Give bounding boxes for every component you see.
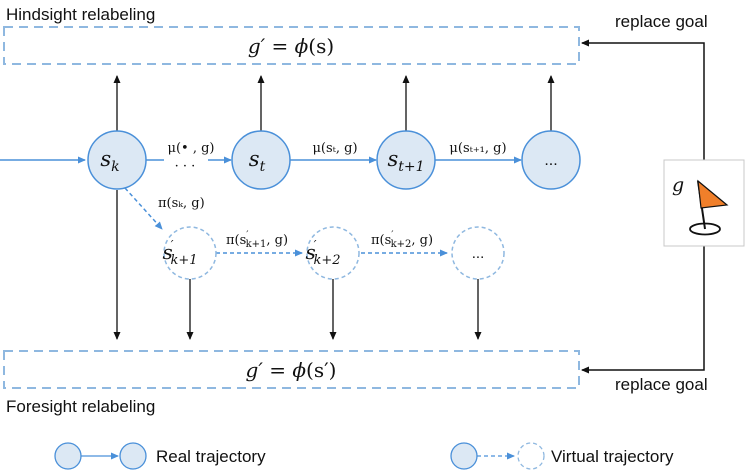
svg-text:s′k+2: s′k+2 (305, 238, 340, 268)
foresight-box (3, 350, 580, 389)
hindsight-formula: g′ = ϕ(s) (248, 34, 334, 58)
legend-real-label: Real trajectory (156, 447, 266, 466)
legend-virtual-label: Virtual trajectory (551, 447, 674, 466)
goal-label: g (672, 174, 684, 196)
flag-icon (689, 179, 729, 236)
real-node-st: st (231, 130, 291, 190)
foresight-formula: g′ = ϕ(s′) (246, 358, 337, 382)
real-edge-2-label: μ(sₜ, g) (312, 141, 357, 156)
real-node-sk: sk (87, 130, 147, 190)
real-node-ellipsis: ... (521, 130, 581, 190)
virtual-node-k1: s′k+1 (162, 226, 217, 280)
replace-goal-top-arrow (581, 39, 705, 160)
real-edge-3-label: μ(sₜ₊₁, g) (449, 141, 506, 156)
virtual-edge-2-label: π(s′k+2, g) (371, 230, 433, 250)
virtual-down-edge (124, 187, 163, 230)
real-edge-ellipsis: · · · (175, 159, 196, 174)
virtual-node-ellipsis: ... (451, 226, 505, 280)
svg-text:s′k+1: s′k+1 (162, 238, 197, 268)
virtual-down-label: π(sₖ, g) (158, 196, 205, 211)
virtual-node-k2: s′k+2 (305, 226, 360, 280)
svg-text:st: st (249, 147, 266, 175)
svg-text:...: ... (544, 152, 557, 169)
svg-text:sk: sk (100, 147, 119, 175)
svg-text:st+1: st+1 (387, 147, 424, 175)
hindsight-title: Hindsight relabeling (6, 5, 155, 24)
legend-real: Real trajectory (54, 442, 266, 470)
real-edge-1-label: μ(• , g) (168, 141, 215, 156)
goal-card: g (663, 159, 745, 247)
real-node-st1: st+1 (376, 130, 436, 190)
svg-text:...: ... (472, 245, 485, 262)
replace-goal-top-label: replace goal (615, 12, 708, 31)
replace-goal-bottom-arrow (581, 246, 705, 374)
legend-virtual: Virtual trajectory (450, 442, 674, 470)
hindsight-box (3, 26, 580, 65)
virtual-edge-1-label: π(s′k+1, g) (226, 230, 288, 250)
replace-goal-bottom-label: replace goal (615, 375, 708, 394)
foresight-title: Foresight relabeling (6, 397, 155, 416)
